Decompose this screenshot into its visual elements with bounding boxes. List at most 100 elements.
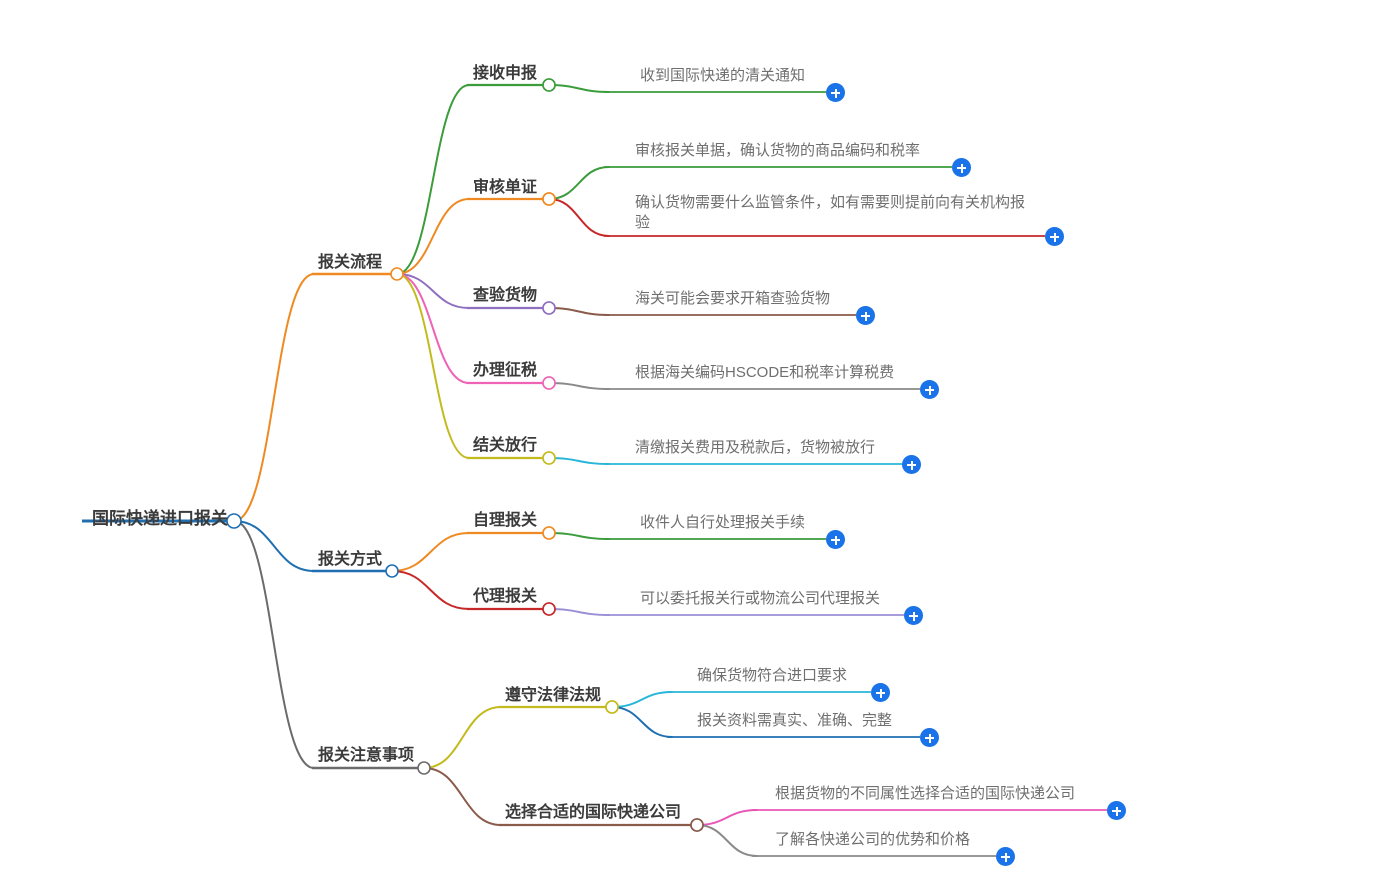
connector-line [696, 809, 758, 826]
expand-plus-icon[interactable] [1046, 228, 1063, 245]
node-handle[interactable] [390, 267, 404, 281]
leaf-topic[interactable]: 根据海关编码HSCODE和税率计算税费 [635, 362, 894, 384]
connector-line [233, 273, 315, 522]
connector-line [423, 767, 502, 826]
node-handle[interactable] [542, 376, 556, 390]
leaf-topic-label: 了解各快递公司的优势和价格 [775, 831, 971, 848]
leaf-topic-label: 根据海关编码HSCODE和税率计算税费 [635, 364, 895, 381]
connector-line [233, 520, 315, 769]
connector-line [548, 457, 610, 465]
connector-line [548, 198, 610, 237]
leaf-topic[interactable]: 收件人自行处理报关手续 [640, 512, 805, 534]
topic-zili-baoguan-label: 自理报关 [473, 512, 538, 529]
topic-shenhe-danzheng-label: 审核单证 [473, 179, 538, 196]
topic-jieguan-fangxing[interactable]: 结关放行 [473, 435, 537, 457]
expand-plus-icon[interactable] [921, 729, 938, 746]
node-handle[interactable] [605, 700, 619, 714]
expand-plus-icon[interactable] [905, 607, 922, 624]
topic-daili-baoguan-label: 代理报关 [473, 588, 538, 605]
node-handle[interactable] [226, 513, 242, 529]
root-topic[interactable]: 国际快递进口报关 [92, 508, 228, 531]
node-handle[interactable] [542, 602, 556, 616]
leaf-topic[interactable]: 审核报关单据，确认货物的商品编码和税率 [635, 140, 920, 162]
leaf-topic[interactable]: 海关可能会要求开箱查验货物 [635, 288, 830, 310]
expand-plus-icon[interactable] [1108, 802, 1125, 819]
expand-plus-icon[interactable] [921, 381, 938, 398]
connector-line [233, 520, 315, 572]
connector-line [396, 198, 470, 275]
node-handle[interactable] [417, 761, 431, 775]
node-handle[interactable] [542, 451, 556, 465]
connector-line [396, 273, 470, 309]
connector-line [548, 307, 610, 316]
topic-chayan-huowu-label: 查验货物 [473, 287, 538, 304]
branch-baoguan-liucheng[interactable]: 报关流程 [318, 252, 382, 274]
connector-line [611, 706, 673, 738]
topic-zili-baoguan[interactable]: 自理报关 [473, 510, 537, 532]
connector-line [423, 706, 502, 769]
topic-shenhe-danzheng[interactable]: 审核单证 [473, 177, 537, 199]
connector-line [696, 824, 758, 857]
node-handle[interactable] [542, 78, 556, 92]
expand-plus-icon[interactable] [953, 159, 970, 176]
topic-chayan-huowu[interactable]: 查验货物 [473, 285, 537, 307]
leaf-topic[interactable]: 报关资料需真实、准确、完整 [697, 710, 892, 732]
expand-plus-icon[interactable] [827, 531, 844, 548]
connector-line [391, 570, 470, 610]
leaf-topic[interactable]: 可以委托报关行或物流公司代理报关 [640, 588, 880, 610]
connector-line [548, 84, 610, 93]
connector-line [396, 273, 470, 459]
node-handle[interactable] [690, 818, 704, 832]
leaf-topic-label: 确认货物需要什么监管条件，如有需要则提前向有关机构报验 [635, 194, 1026, 232]
branch-baoguan-fangshi-label: 报关方式 [318, 551, 383, 568]
expand-plus-icon[interactable] [857, 307, 874, 324]
topic-xuanze-guoji-kuaidi-gongsi-label: 选择合适的国际快递公司 [505, 804, 682, 821]
leaf-topic[interactable]: 收到国际快递的清关通知 [640, 65, 805, 87]
leaf-topic-label: 确保货物符合进口要求 [697, 667, 848, 684]
connector-line [548, 532, 610, 540]
topic-jieshou-shenbao[interactable]: 接收申报 [473, 63, 537, 85]
leaf-topic[interactable]: 了解各快递公司的优势和价格 [775, 829, 970, 851]
topic-banli-zhengshui[interactable]: 办理征税 [473, 360, 537, 382]
leaf-topic[interactable]: 清缴报关费用及税款后，货物被放行 [635, 437, 875, 459]
topic-jieshou-shenbao-label: 接收申报 [473, 65, 538, 82]
connector-line [396, 273, 470, 384]
topic-zunshou-falv-fagui[interactable]: 遵守法律法规 [505, 685, 601, 707]
connector-line [396, 84, 470, 275]
node-handle[interactable] [385, 564, 399, 578]
leaf-topic-label: 清缴报关费用及税款后，货物被放行 [635, 439, 876, 456]
node-handle[interactable] [542, 192, 556, 206]
topic-xuanze-guoji-kuaidi-gongsi[interactable]: 选择合适的国际快递公司 [505, 802, 681, 824]
leaf-topic-label: 根据货物的不同属性选择合适的国际快递公司 [775, 785, 1076, 802]
root-topic-label: 国际快递进口报关 [92, 509, 228, 528]
branch-baoguan-fangshi[interactable]: 报关方式 [318, 549, 382, 571]
topic-banli-zhengshui-label: 办理征税 [473, 362, 538, 379]
leaf-topic-label: 收到国际快递的清关通知 [640, 67, 806, 84]
expand-plus-icon[interactable] [903, 456, 920, 473]
leaf-topic-label: 报关资料需真实、准确、完整 [697, 712, 893, 729]
topic-zunshou-falv-fagui-label: 遵守法律法规 [505, 687, 602, 704]
leaf-topic[interactable]: 确认货物需要什么监管条件，如有需要则提前向有关机构报验 [635, 193, 1035, 234]
connector-line [391, 532, 470, 572]
connector-line [548, 166, 610, 200]
node-handle[interactable] [542, 526, 556, 540]
connector-line [611, 691, 673, 708]
topic-jieguan-fangxing-label: 结关放行 [473, 437, 538, 454]
leaf-topic-label: 收件人自行处理报关手续 [640, 514, 806, 531]
expand-plus-icon[interactable] [872, 684, 889, 701]
node-handle[interactable] [542, 301, 556, 315]
branch-baoguan-liucheng-label: 报关流程 [318, 254, 383, 271]
leaf-topic[interactable]: 确保货物符合进口要求 [697, 665, 847, 687]
leaf-topic-label: 海关可能会要求开箱查验货物 [635, 290, 831, 307]
leaf-topic-label: 可以委托报关行或物流公司代理报关 [640, 590, 881, 607]
expand-plus-icon[interactable] [997, 848, 1014, 865]
connector-line [548, 382, 610, 390]
connector-line [548, 608, 610, 616]
leaf-topic-label: 审核报关单据，确认货物的商品编码和税率 [635, 142, 921, 159]
leaf-topic[interactable]: 根据货物的不同属性选择合适的国际快递公司 [775, 783, 1075, 805]
branch-baoguan-zhuyi-shixiang[interactable]: 报关注意事项 [318, 745, 414, 767]
expand-plus-icon[interactable] [827, 84, 844, 101]
topic-daili-baoguan[interactable]: 代理报关 [473, 586, 537, 608]
